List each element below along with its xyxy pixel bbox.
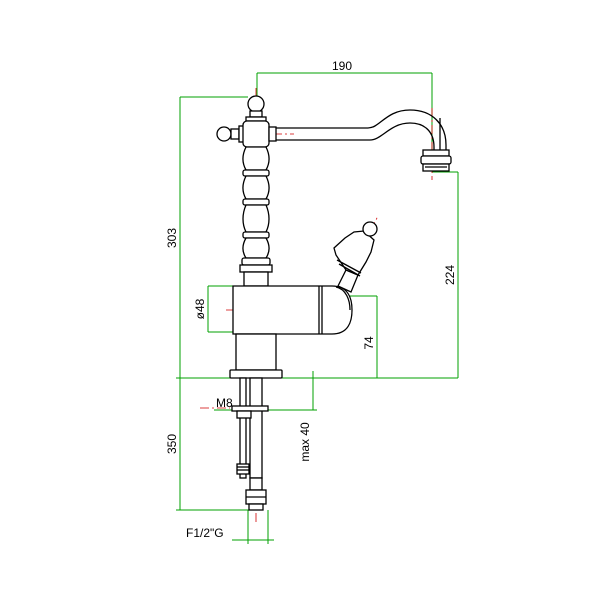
thread-rod-label: M8 (216, 396, 233, 410)
hose-connector (245, 477, 267, 511)
top-finial (245, 95, 267, 122)
spout (268, 109, 452, 172)
lever-height-label: 74 (362, 336, 376, 350)
side-knob (216, 125, 245, 143)
column-head (242, 120, 270, 148)
mounting-shank (231, 377, 269, 479)
faucet-outline (216, 95, 452, 511)
connection-label: F1/2"G (186, 526, 224, 540)
mixer-body (232, 285, 353, 335)
total-height-label: 303 (165, 228, 179, 248)
body-diameter-label: ø48 (193, 298, 207, 319)
max-thickness-label: max 40 (298, 422, 312, 462)
shank-length-label: 350 (165, 434, 179, 454)
spout-reach-label: 190 (332, 59, 352, 73)
dimension-labels: 190 303 224 ø48 74 350 max 40 M8 F1/2"G (165, 59, 457, 540)
decorative-column (239, 146, 273, 287)
lever-handle (333, 221, 378, 293)
dimension-lines (176, 72, 459, 544)
base-flange (229, 333, 283, 379)
spout-height-label: 224 (443, 265, 457, 285)
